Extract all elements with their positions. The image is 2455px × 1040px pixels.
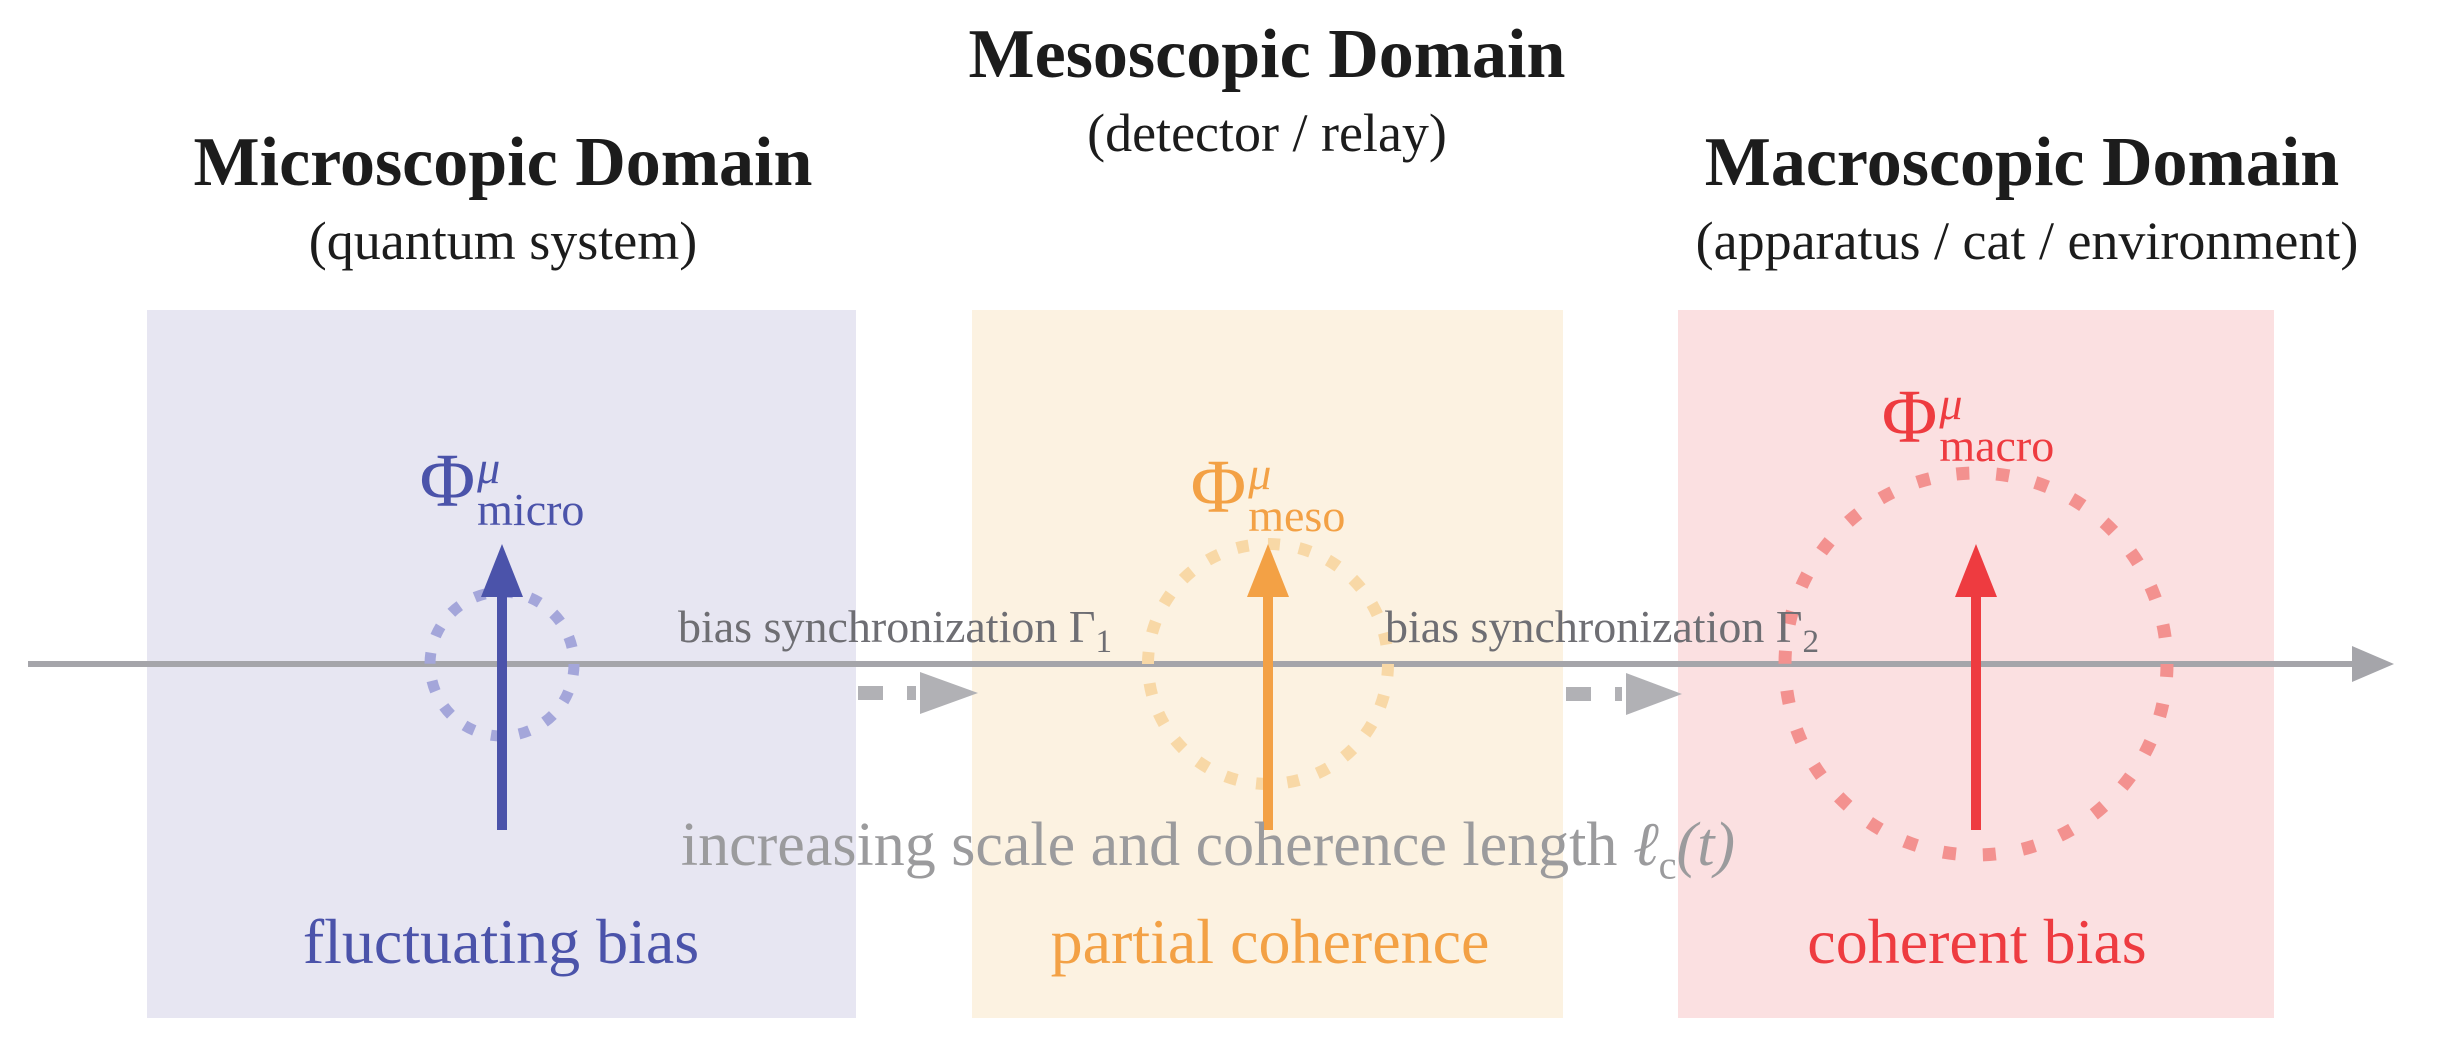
macro-caption: coherent bias [1807,906,2147,977]
ell-symbol: ℓ [1632,811,1659,879]
meso-caption: partial coherence [1050,906,1490,977]
macro-subscript: macro [1939,419,2055,471]
microscopic-domain-subtitle: (quantum system) [308,211,698,271]
meso-bias-arrowhead-icon [1247,544,1289,597]
meso-subscript: meso [1248,489,1346,541]
ell-subscript: c [1658,842,1677,888]
gamma2-subscript: 2 [1802,623,1820,661]
micro-subscript: micro [477,483,585,535]
micro-bias-arrowhead-icon [481,544,523,597]
gamma1-sync-label: bias synchronization Γ1 [677,601,1112,659]
coherence-scale-text: increasing scale and coherence length [680,811,1618,879]
mesoscopic-domain-subtitle: (detector / relay) [1087,103,1447,163]
gamma1-subscript: 1 [1095,623,1113,661]
macroscopic-domain-subtitle: (apparatus / cat / environment) [1695,211,2359,271]
micro-caption: fluctuating bias [302,906,700,977]
mesoscopic-domain-title: Mesoscopic Domain [968,16,1566,93]
mu-superscript: μ [1939,378,1963,429]
phi-symbol: Φ [1190,445,1247,529]
gamma2-connector-arrowhead-icon [1626,673,1682,715]
gamma2-sync-label: bias synchronization Γ2 [1384,601,1819,659]
gamma2-sync-text: bias synchronization [1384,601,1765,652]
micro-coherence-circle [424,586,580,742]
gamma1-symbol: Γ [1068,601,1096,652]
gamma2-symbol: Γ [1775,601,1803,652]
mu-superscript: μ [477,442,501,493]
macroscopic-domain-title: Macroscopic Domain [1704,124,2340,201]
time-argument: (t) [1676,811,1736,879]
phi-symbol: Φ [419,439,476,523]
microscopic-domain-title: Microscopic Domain [193,124,813,201]
phi-symbol: Φ [1881,375,1938,459]
gamma1-connector-arrowhead-icon [920,672,978,714]
macro-bias-arrowhead-icon [1955,544,1997,597]
coherence-scale-annotation: increasing scale and coherence length ℓc… [680,811,1736,885]
scale-axis-arrowhead-icon [2352,646,2394,682]
macro-coherence-circle [1778,466,2174,862]
mu-superscript: μ [1248,448,1272,499]
gamma1-sync-text: bias synchronization [677,601,1058,652]
